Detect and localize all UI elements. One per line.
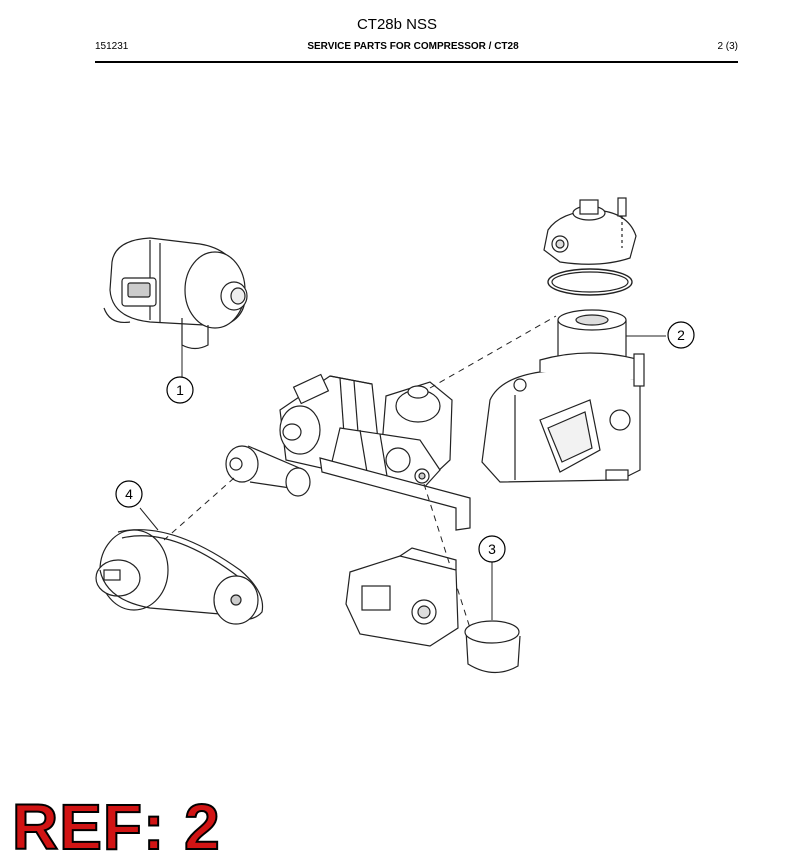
document-title: CT28b NSS bbox=[356, 16, 438, 33]
separator-drawing bbox=[481, 197, 666, 483]
document-heading: SERVICE PARTS FOR COMPRESSOR / CT28 bbox=[307, 41, 519, 52]
callout-3-label: 3 bbox=[488, 541, 496, 557]
reference-label: REF: 2 bbox=[11, 790, 221, 864]
oil-filter-drawing bbox=[345, 547, 521, 674]
header-rule bbox=[95, 61, 738, 63]
motor-compressor-assembly-drawing bbox=[225, 373, 471, 531]
callout-markers bbox=[115, 321, 695, 563]
callout-4-label: 4 bbox=[125, 486, 133, 502]
callout-1-label: 1 bbox=[176, 382, 184, 398]
drive-belt-drawing bbox=[95, 507, 264, 625]
document-code: 151231 bbox=[95, 41, 129, 52]
air-filter-drawing bbox=[103, 237, 248, 378]
callout-2-label: 2 bbox=[677, 327, 685, 343]
page-number: 2 (3) bbox=[717, 41, 738, 52]
leader-lines bbox=[163, 315, 557, 629]
